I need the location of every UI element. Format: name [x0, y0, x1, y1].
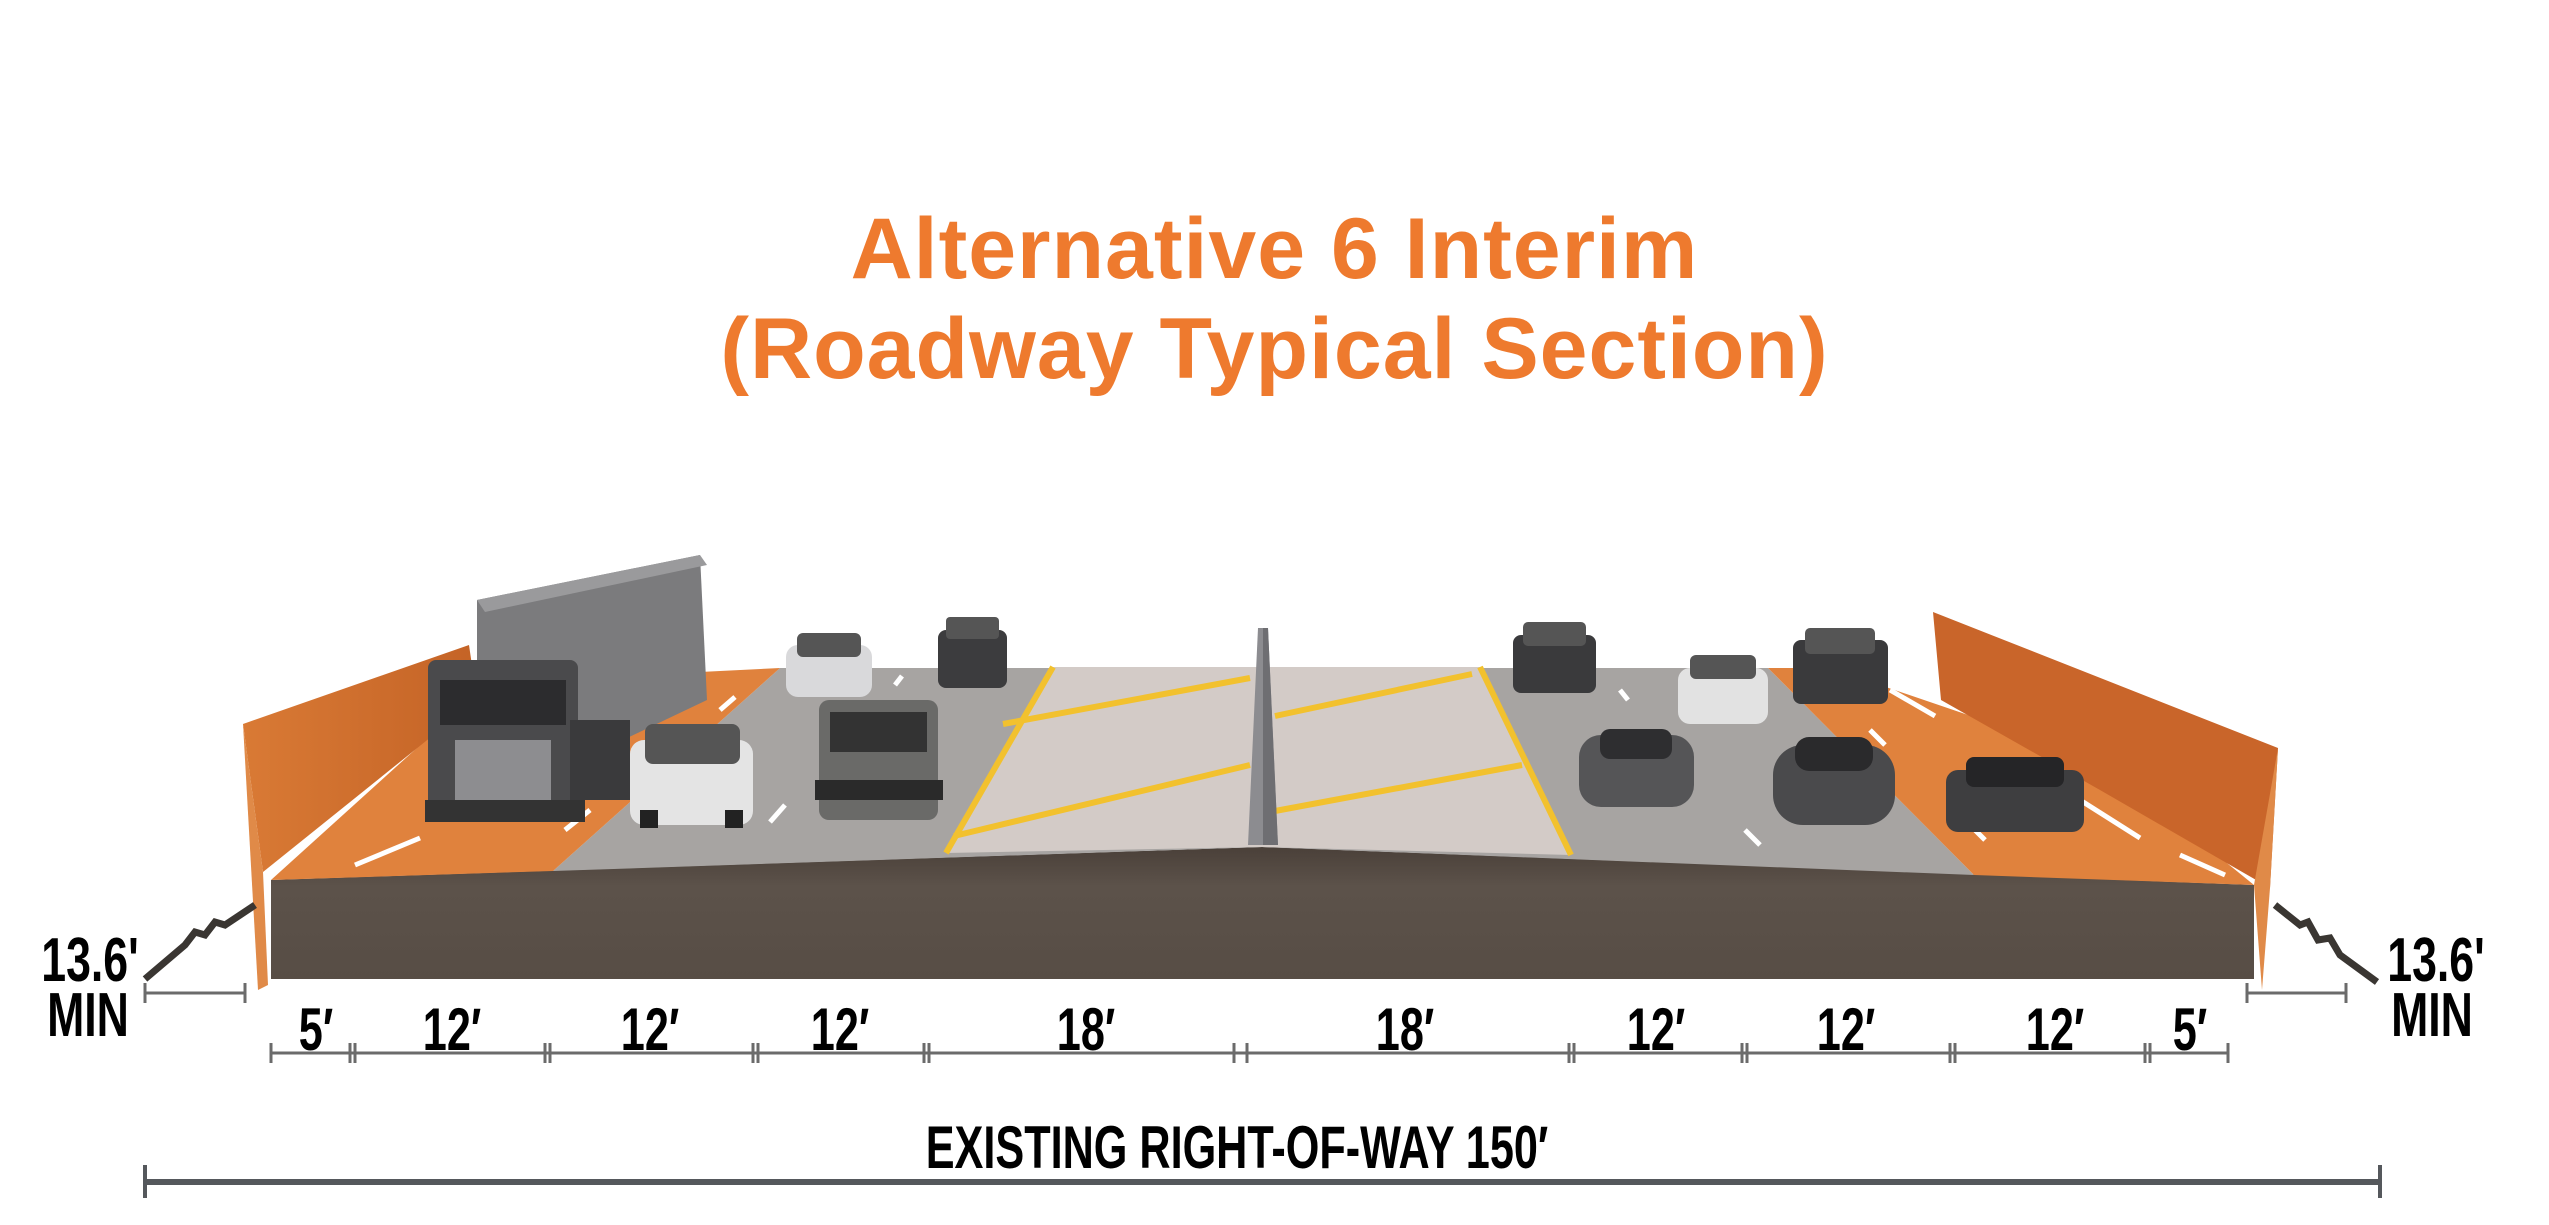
left-barrier-wall — [243, 645, 477, 872]
vehicle — [1773, 737, 1895, 825]
vehicle — [1793, 628, 1888, 704]
median-barrier-shade — [1263, 628, 1278, 845]
vehicle — [630, 724, 753, 828]
lane-width-label: 12′ — [810, 996, 870, 1063]
vehicle — [1946, 757, 2084, 832]
lane-width-label: 5′ — [298, 996, 334, 1063]
right-of-way-line — [143, 1165, 2382, 1198]
vehicle — [815, 700, 943, 820]
lane-width-label: 5′ — [2172, 996, 2208, 1063]
median-stripes — [943, 665, 1574, 857]
right-clearance-label: MIN — [2391, 981, 2473, 1050]
vehicle — [1513, 622, 1596, 693]
right-clearance-value: 13.6' — [2387, 926, 2485, 995]
left-clearance-value: 13.6' — [41, 926, 139, 995]
lane-width-label: 12′ — [1816, 996, 1876, 1063]
lane-width-label: 18′ — [1375, 996, 1435, 1063]
vehicle — [786, 633, 872, 697]
right-slope-line — [2272, 902, 2380, 985]
vehicle — [1579, 729, 1694, 807]
road-base — [271, 847, 2254, 979]
right-barrier-wall — [1933, 612, 2278, 888]
right-of-way-label: EXISTING RIGHT-OF-WAY 150′ — [925, 1114, 1549, 1181]
left-slope-line — [142, 902, 257, 982]
lane-width-label: 18′ — [1056, 996, 1116, 1063]
semi-truck — [425, 555, 707, 822]
lane-width-label: 12′ — [620, 996, 680, 1063]
lane-width-label: 12′ — [2025, 996, 2085, 1063]
title-line-2: (Roadway Typical Section) — [720, 301, 1829, 397]
vehicle — [1678, 655, 1768, 724]
title-line-1: Alternative 6 Interim — [850, 201, 1699, 297]
left-clearance-label: MIN — [47, 981, 129, 1050]
vehicle — [938, 617, 1007, 688]
lane-width-label: 12′ — [1626, 996, 1686, 1063]
lane-dimension-line — [143, 983, 2348, 1063]
right-wall-edge — [2254, 748, 2278, 990]
left-wall-edge — [243, 724, 268, 990]
lane-width-label: 12′ — [422, 996, 482, 1063]
